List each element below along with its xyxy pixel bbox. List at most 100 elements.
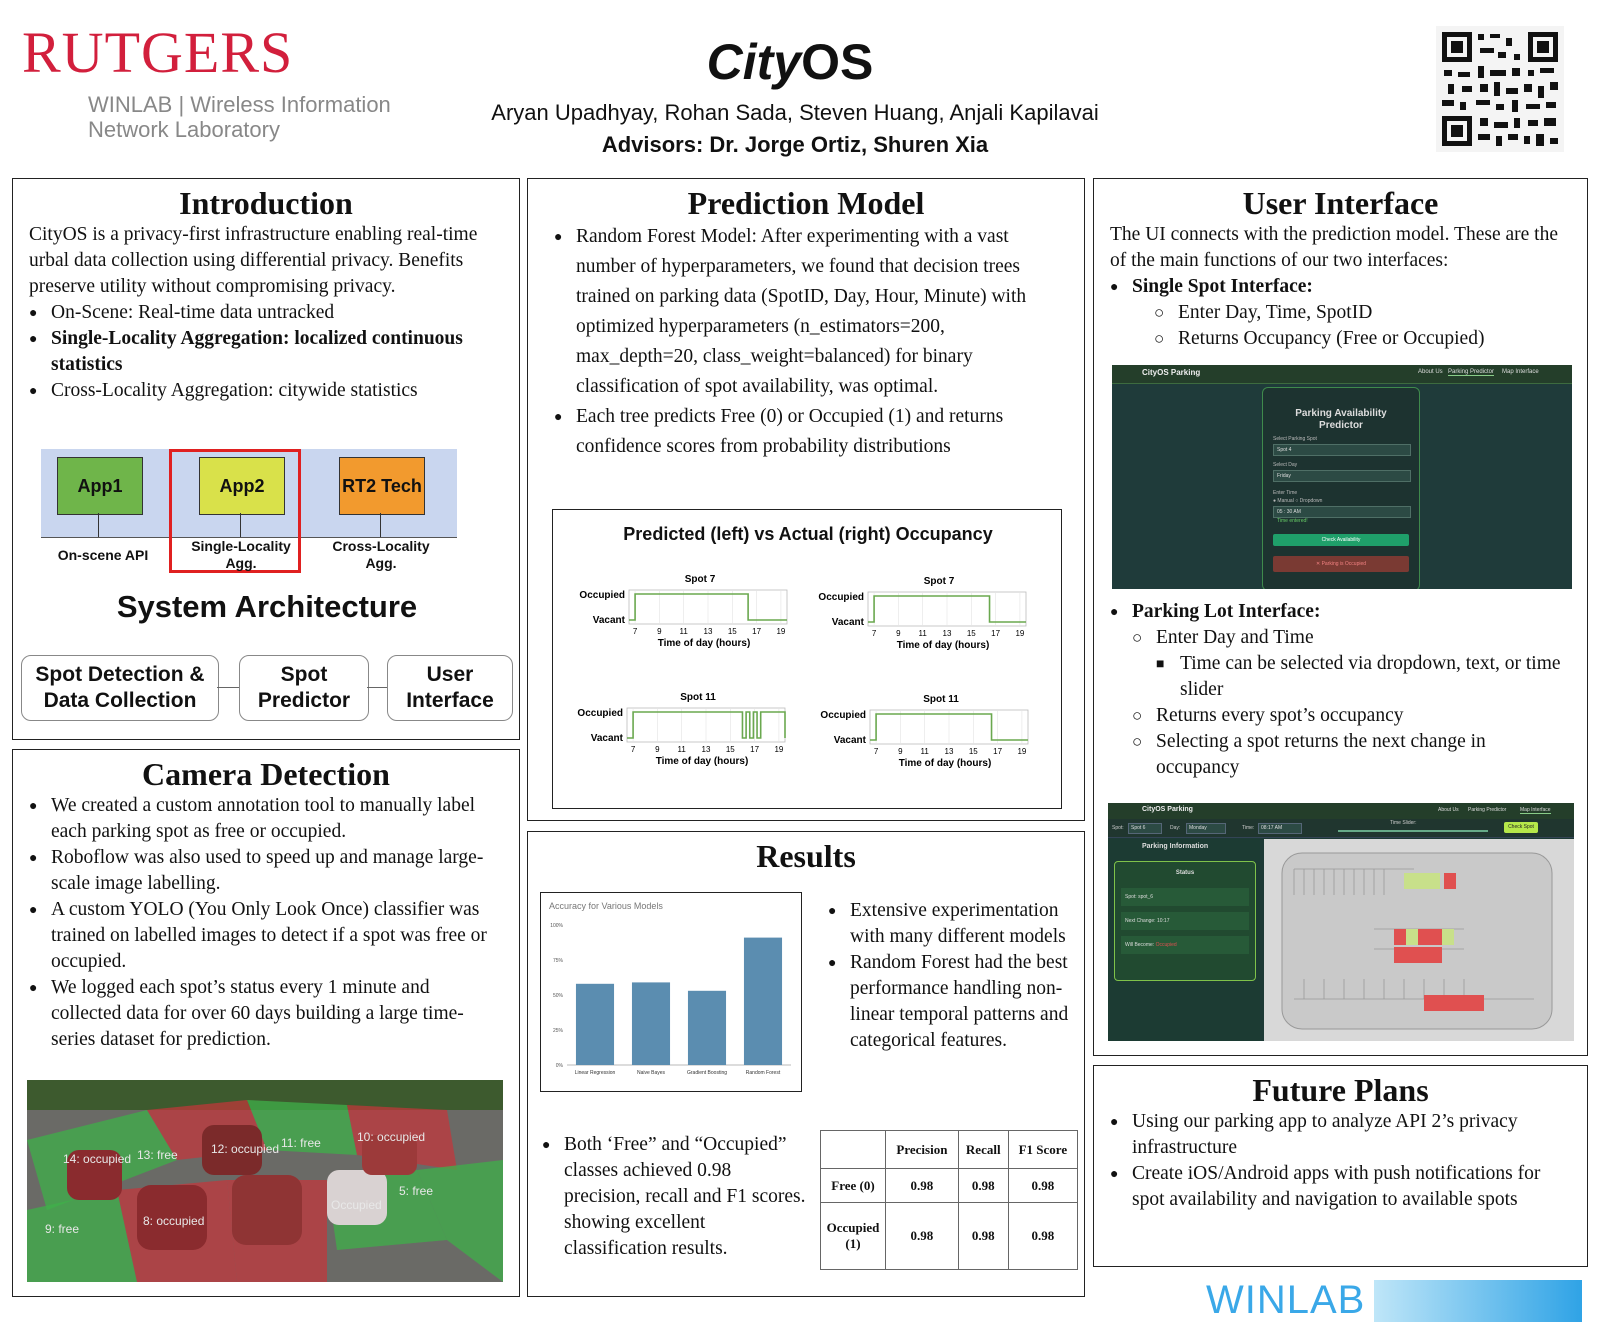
cross-locality-label: Cross-Locality Agg. (332, 538, 430, 571)
prediction-model-panel: Prediction Model Random Forest Model: Af… (527, 178, 1085, 821)
rt2-tech-box: RT2 Tech (339, 457, 425, 515)
ytick-label: 100% (550, 923, 563, 929)
row-text: Next Change: 10:17 (1125, 918, 1170, 924)
on-scene-label: On-scene API (57, 547, 149, 563)
winlab-subtitle-line1: WINLAB | Wireless Information (88, 92, 391, 117)
ytick-label: 75% (553, 958, 564, 964)
check-availability-button[interactable]: Check Availability (1273, 534, 1409, 546)
item-text: Enter Day and Time (1156, 627, 1314, 648)
xtick-label: 17 (993, 747, 1002, 756)
spot-select[interactable]: Spot 6 (1128, 823, 1162, 834)
xtick-label: 15 (726, 745, 735, 754)
single-locality-label: Single-Locality Agg. (191, 538, 291, 571)
ytick-label: Occupied (579, 590, 625, 601)
table-row: Occupied (1) 0.98 0.98 0.98 (820, 1202, 1079, 1270)
table-cell: Free (0) (820, 1167, 886, 1204)
introduction-heading: Introduction (179, 185, 353, 221)
opt: Manual (1277, 498, 1294, 504)
nav-predictor[interactable]: Parking Predictor (1448, 369, 1495, 376)
time-slider[interactable] (1338, 830, 1488, 832)
day-select[interactable]: Friday (1273, 470, 1411, 482)
check-spot-button[interactable]: Check Spot (1504, 822, 1538, 833)
table-header: Precision (885, 1130, 959, 1169)
ui-subitem: Returns Occupancy (Free or Occupied) (1154, 326, 1571, 352)
camera-bullet: Roboflow was also used to speed up and m… (29, 845, 503, 897)
highlight-frame (169, 449, 301, 573)
xtick-label: 7 (633, 627, 638, 636)
brand: CityOS Parking (1142, 368, 1201, 377)
prediction-bullet: Random Forest Model: After experimenting… (554, 222, 1064, 402)
xtick-label: 19 (1015, 629, 1024, 638)
xtick-label: 9 (657, 627, 662, 636)
nav-map[interactable]: Map Interface (1520, 807, 1551, 814)
time-input[interactable]: 05 : 30 AM (1273, 506, 1411, 518)
xtick-label: 7 (872, 629, 877, 638)
xtick-label: 9 (898, 747, 903, 756)
title-italic: City (706, 34, 802, 90)
nav-about[interactable]: About Us (1418, 369, 1443, 375)
label-5-free: 5: free (399, 1184, 434, 1198)
table-header: F1 Score (1007, 1130, 1079, 1169)
label: Enter Time (1273, 490, 1298, 496)
nav-map[interactable]: Map Interface (1502, 369, 1539, 375)
result-text: Parking is Occupied (1321, 561, 1367, 567)
ui-heading: User Interface (1242, 185, 1439, 221)
ytick-label: Occupied (818, 592, 864, 603)
future-bullet: Create iOS/Android apps with push notifi… (1110, 1161, 1571, 1213)
app2-box: App2 (199, 457, 285, 515)
xtick-label: 19 (774, 745, 783, 754)
camera-heading: Camera Detection (142, 756, 390, 792)
advisors: Advisors: Dr. Jorge Ortiz, Shuren Xia (601, 132, 989, 157)
row-label: Will Become: (1125, 942, 1155, 948)
ui-bullet: Single Spot Interface: Enter Day, Time, … (1110, 274, 1571, 352)
nav-predictor[interactable]: Parking Predictor (1468, 807, 1507, 813)
ytick-label: Vacant (832, 617, 865, 628)
future-bullet: Using our parking app to analyze API 2’s… (1110, 1109, 1571, 1161)
subplot-title: Spot 7 (924, 576, 955, 587)
subplot-title: Spot 11 (680, 692, 716, 703)
nav-about[interactable]: About Us (1438, 807, 1459, 813)
info-title: Parking Information (1142, 843, 1209, 850)
occupancy-figure: Predicted (left) vs Actual (right) Occup… (552, 509, 1062, 809)
table-cell: 0.98 (885, 1167, 959, 1204)
label: Time Slider: (1390, 820, 1417, 826)
system-architecture-heading: System Architecture (116, 589, 418, 624)
intro-bullet: Cross-Locality Aggregation: citywide sta… (29, 378, 503, 405)
winlab-wave-graphic (1374, 1280, 1582, 1322)
info-row: Next Change: 10:17 (1121, 912, 1249, 930)
label-9-free: 9: free (45, 1222, 80, 1236)
camera-detection-panel: Camera Detection We created a custom ann… (12, 749, 520, 1297)
row-value: Occupied (1155, 942, 1177, 948)
label-10-occupied: 10: occupied (357, 1130, 426, 1144)
ui-bullet: Parking Lot Interface: Enter Day and Tim… (1110, 599, 1570, 781)
label: Select Day (1273, 462, 1298, 468)
info-row: Spot: spot_6 (1121, 888, 1249, 906)
single-spot-title: Single Spot Interface: (1132, 276, 1313, 297)
label: Time: (1242, 825, 1255, 831)
day-select[interactable]: Monday (1186, 823, 1226, 834)
time-mode[interactable]: ● Manual ○ Dropdown (1273, 498, 1323, 504)
table-cell: Occupied (1) (820, 1202, 886, 1270)
time-input[interactable]: 08:17 AM (1258, 823, 1302, 834)
rutgers-logo: RUTGERS WINLAB | Wireless Information Ne… (22, 22, 402, 147)
xtick-label: 15 (969, 747, 978, 756)
subplot-title: Spot 11 (923, 694, 959, 705)
prediction-bullet: Each tree predicts Free (0) or Occupied … (554, 402, 1064, 462)
ui-subsubitem: Time can be selected via dropdown, text,… (1156, 651, 1570, 703)
xtick-label: 15 (728, 627, 737, 636)
ytick-label: 0% (556, 1063, 564, 1069)
spot-select[interactable]: Spot 4 (1273, 444, 1411, 456)
qr-code (1436, 26, 1564, 152)
ytick-label: Vacant (591, 733, 624, 744)
intro-paragraph: CityOS is a privacy-first infrastructure… (29, 224, 478, 297)
app1-box: App1 (57, 457, 143, 515)
predictor-card: Parking Availability Predictor Select Pa… (1262, 387, 1420, 589)
table-header (820, 1130, 886, 1169)
camera-bullet: We logged each spot’s status every 1 min… (29, 975, 503, 1053)
parking-lot-screenshot: CityOS Parking About Us Parking Predicto… (1108, 803, 1574, 1041)
parking-info-sidebar: Parking Information Status Spot: spot_6 … (1108, 839, 1260, 1041)
